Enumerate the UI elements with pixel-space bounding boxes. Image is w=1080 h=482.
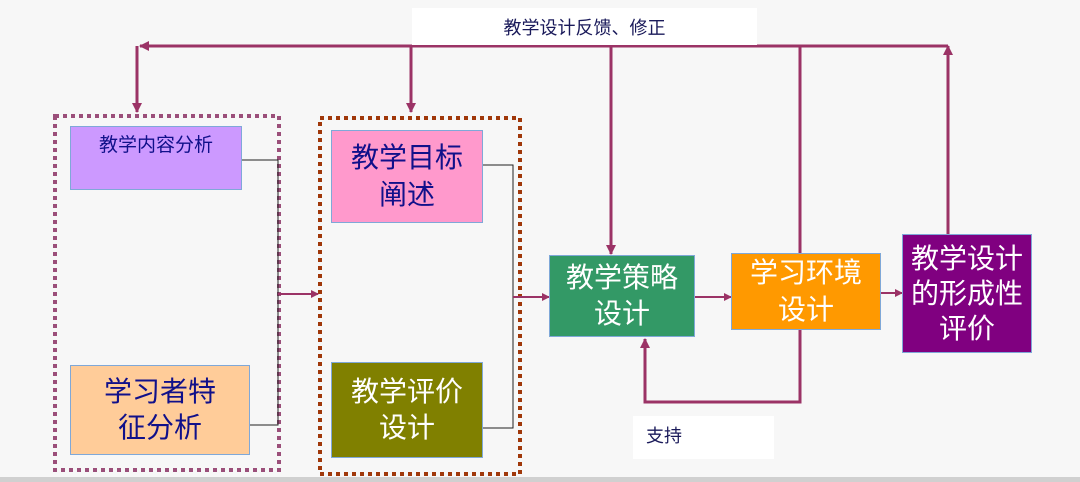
formative-evaluation-node: 教学设计的形成性评价 — [902, 234, 1032, 353]
bottom-bar — [0, 477, 1080, 482]
learner-analysis-node: 学习者特征分析 — [70, 365, 250, 455]
strategy-design-node: 教学策略设计 — [549, 255, 695, 337]
content-analysis-node: 教学内容分析 — [70, 126, 242, 190]
support-loop — [640, 330, 802, 404]
objectives-node: 教学目标阐述 — [331, 130, 483, 223]
environment-design-node: 学习环境设计 — [731, 253, 881, 330]
evaluation-design-node: 教学评价设计 — [331, 362, 483, 458]
feedback-label: 教学设计反馈、修正 — [412, 8, 757, 45]
support-label: 支持 — [633, 416, 774, 459]
